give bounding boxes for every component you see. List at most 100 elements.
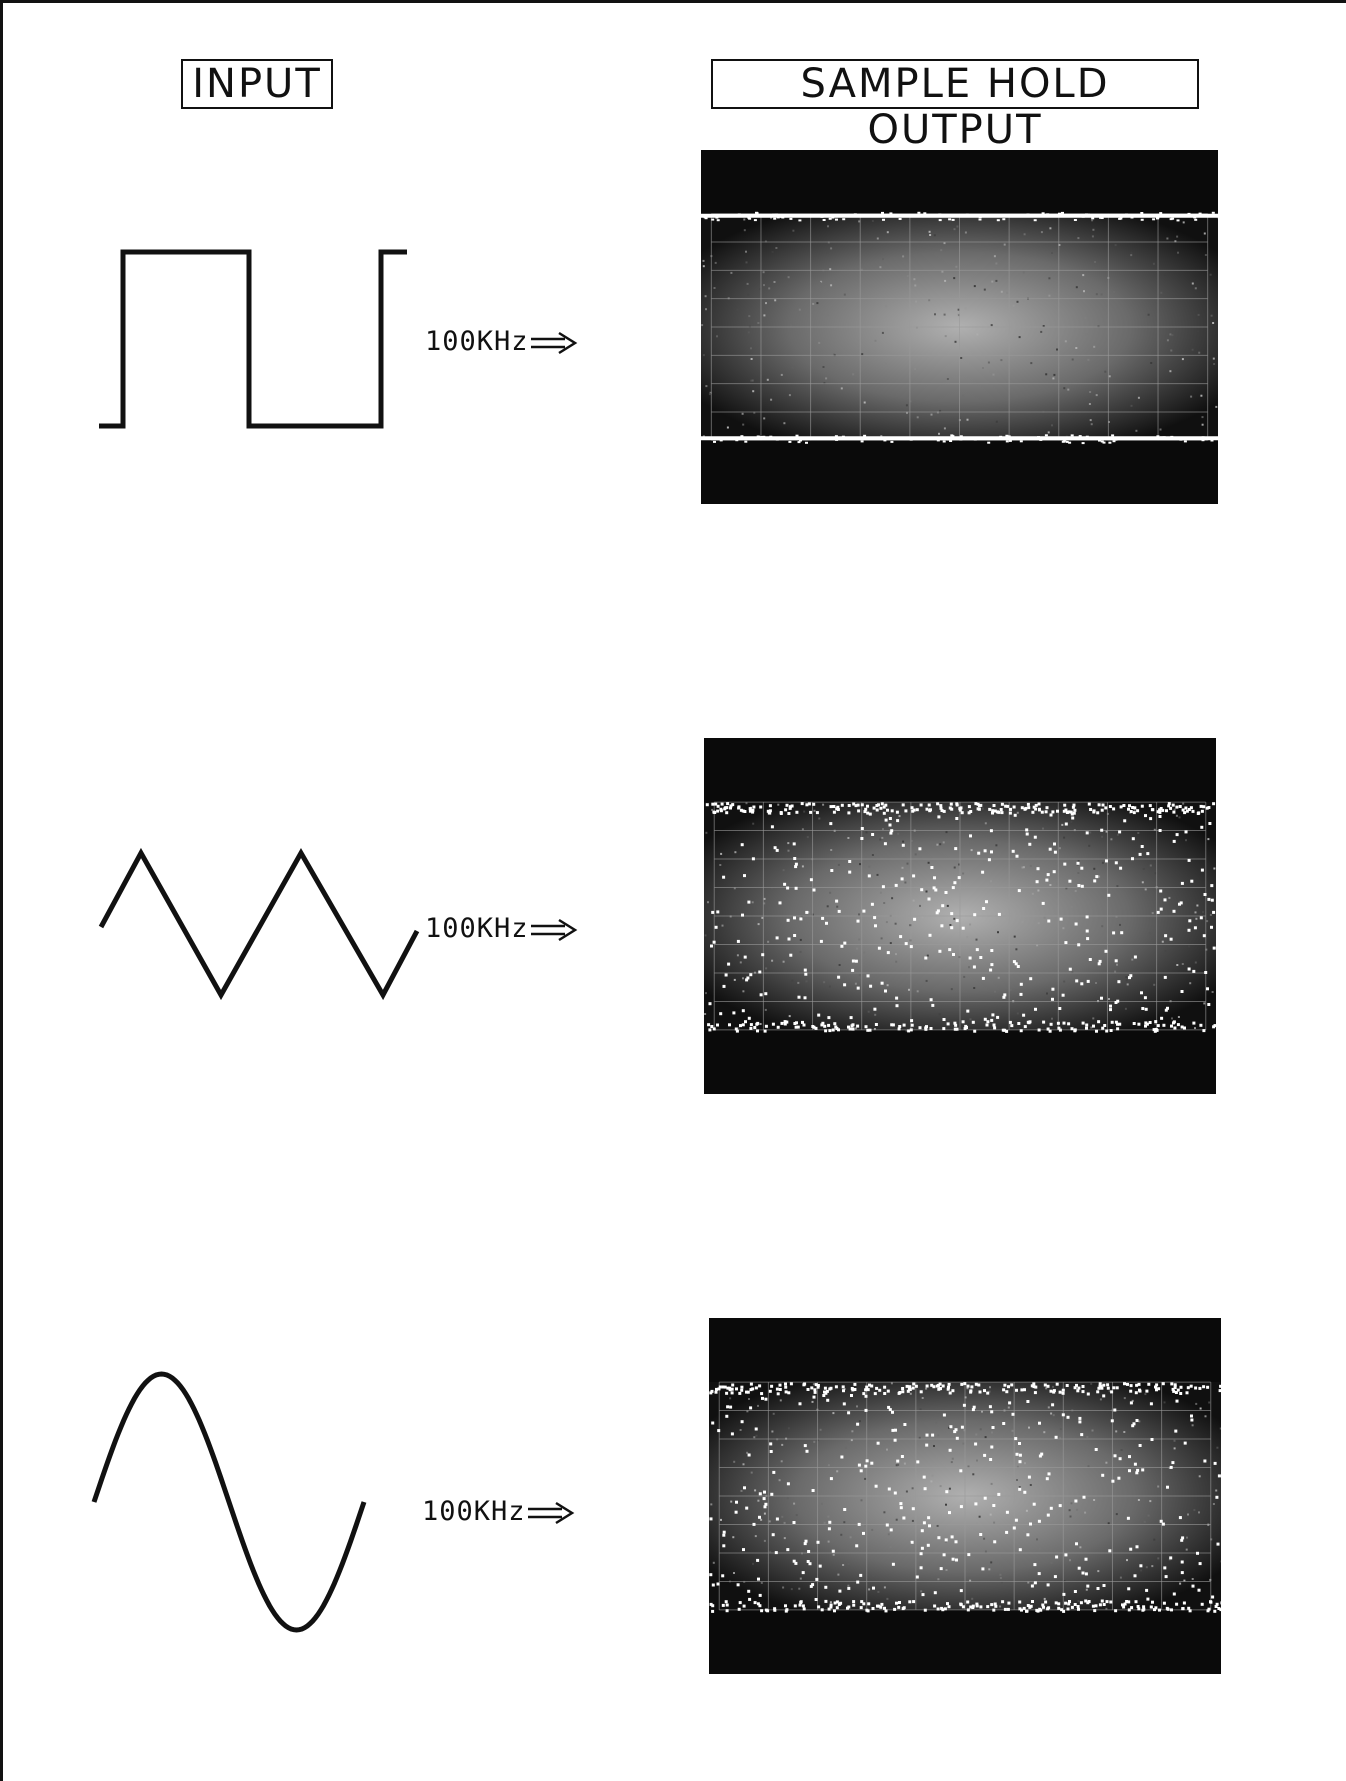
trace-dot bbox=[801, 1020, 804, 1024]
noise-speckle bbox=[1182, 802, 1185, 805]
trace-dot bbox=[870, 1384, 874, 1388]
trace-dot bbox=[1081, 1021, 1085, 1025]
trace-dot bbox=[783, 1022, 787, 1026]
trace-dot bbox=[1200, 825, 1204, 829]
trace-dot bbox=[714, 1390, 718, 1394]
trace-dot bbox=[1026, 802, 1030, 806]
trace-dot bbox=[833, 1022, 837, 1026]
noise-speckle bbox=[737, 1027, 740, 1030]
noise-speckle bbox=[991, 280, 994, 283]
noise-speckle bbox=[1202, 911, 1204, 914]
trace-dot bbox=[1116, 1027, 1120, 1031]
noise-speckle bbox=[989, 1386, 991, 1389]
trace-dot bbox=[1158, 815, 1162, 818]
noise-speckle bbox=[1194, 1027, 1196, 1030]
trace-dot bbox=[848, 1027, 852, 1031]
trace-dot bbox=[1159, 436, 1163, 439]
trace-dot bbox=[1068, 879, 1072, 883]
trace-dot bbox=[895, 1004, 899, 1008]
trace-dot bbox=[843, 1508, 847, 1511]
trace-dot bbox=[756, 1602, 760, 1606]
trace-dot bbox=[741, 1009, 745, 1013]
noise-speckle bbox=[790, 1588, 793, 1591]
trace-dot bbox=[1102, 441, 1106, 444]
trace-dot bbox=[862, 909, 866, 913]
trace-dot bbox=[975, 1602, 979, 1606]
trace-dot bbox=[807, 802, 811, 806]
trace-dot bbox=[1158, 829, 1162, 832]
noise-speckle bbox=[1016, 1479, 1018, 1481]
trace-dot bbox=[910, 1019, 914, 1023]
noise-speckle bbox=[990, 1561, 993, 1564]
noise-speckle bbox=[708, 393, 711, 396]
noise-speckle bbox=[902, 840, 905, 843]
noise-speckle bbox=[903, 1462, 906, 1465]
noise-speckle bbox=[943, 242, 946, 245]
trace-dot bbox=[847, 811, 851, 815]
trace-dot bbox=[1202, 1385, 1206, 1389]
trace-dot bbox=[1020, 1388, 1024, 1392]
noise-speckle bbox=[729, 1397, 732, 1400]
noise-speckle bbox=[748, 1398, 750, 1400]
trace-dot bbox=[744, 1020, 747, 1024]
noise-speckle bbox=[763, 902, 766, 905]
trace-dot bbox=[920, 1546, 924, 1550]
trace-dot bbox=[1018, 1460, 1022, 1464]
noise-speckle bbox=[995, 420, 998, 423]
trace-dot bbox=[1137, 1607, 1141, 1611]
trace-dot bbox=[1002, 1422, 1006, 1425]
trace-dot bbox=[796, 1025, 800, 1029]
trace-dot bbox=[758, 1384, 762, 1388]
trace-dot bbox=[1068, 1600, 1071, 1603]
noise-speckle bbox=[1215, 1489, 1218, 1492]
noise-speckle bbox=[827, 225, 829, 228]
noise-speckle bbox=[820, 1502, 823, 1505]
noise-speckle bbox=[990, 324, 993, 327]
trace-dot bbox=[873, 916, 877, 920]
noise-speckle bbox=[707, 901, 709, 904]
trace-dot bbox=[942, 440, 946, 443]
noise-speckle bbox=[736, 954, 739, 957]
trace-dot bbox=[1181, 808, 1185, 812]
trace-dot bbox=[1100, 1386, 1104, 1390]
noise-speckle bbox=[886, 231, 889, 234]
noise-speckle bbox=[1006, 291, 1009, 294]
noise-speckle bbox=[847, 1562, 850, 1565]
trace-dot bbox=[1183, 1026, 1186, 1030]
trace-dot bbox=[868, 812, 872, 816]
trace-dot bbox=[1206, 987, 1209, 991]
trace-dot bbox=[775, 1387, 779, 1391]
trace-dot bbox=[821, 1021, 825, 1025]
trace-dot bbox=[776, 1025, 780, 1029]
trace-dot bbox=[953, 1430, 957, 1434]
trace-dot bbox=[961, 926, 965, 930]
trace-dot bbox=[955, 1027, 959, 1031]
trace-dot bbox=[1081, 1385, 1085, 1388]
trace-dot bbox=[1153, 1608, 1156, 1612]
trace-dot bbox=[948, 1511, 951, 1515]
trace-dot bbox=[1020, 806, 1024, 810]
trace-dot bbox=[1128, 976, 1131, 980]
noise-speckle bbox=[1125, 976, 1128, 979]
trace-dot bbox=[857, 1463, 861, 1467]
noise-speckle bbox=[1086, 1436, 1089, 1438]
trace-dot bbox=[1175, 805, 1179, 809]
trace-dot bbox=[1002, 218, 1006, 221]
trace-dot bbox=[749, 973, 753, 977]
trace-dot bbox=[795, 1021, 798, 1025]
noise-speckle bbox=[830, 247, 833, 250]
noise-speckle bbox=[1211, 991, 1214, 993]
trace-dot bbox=[835, 807, 839, 811]
trace-dot bbox=[1084, 1557, 1088, 1561]
trace-dot bbox=[1064, 941, 1068, 945]
trace-dot bbox=[1093, 1609, 1097, 1613]
trace-dot bbox=[1023, 1025, 1027, 1029]
trace-dot bbox=[990, 1018, 994, 1022]
trace-dot bbox=[853, 213, 857, 216]
trace-dot bbox=[1018, 1487, 1022, 1491]
trace-dot bbox=[974, 1502, 978, 1506]
noise-speckle bbox=[1209, 273, 1212, 276]
noise-speckle bbox=[872, 812, 875, 815]
trace-dot bbox=[1128, 804, 1131, 808]
noise-speckle bbox=[943, 313, 946, 316]
